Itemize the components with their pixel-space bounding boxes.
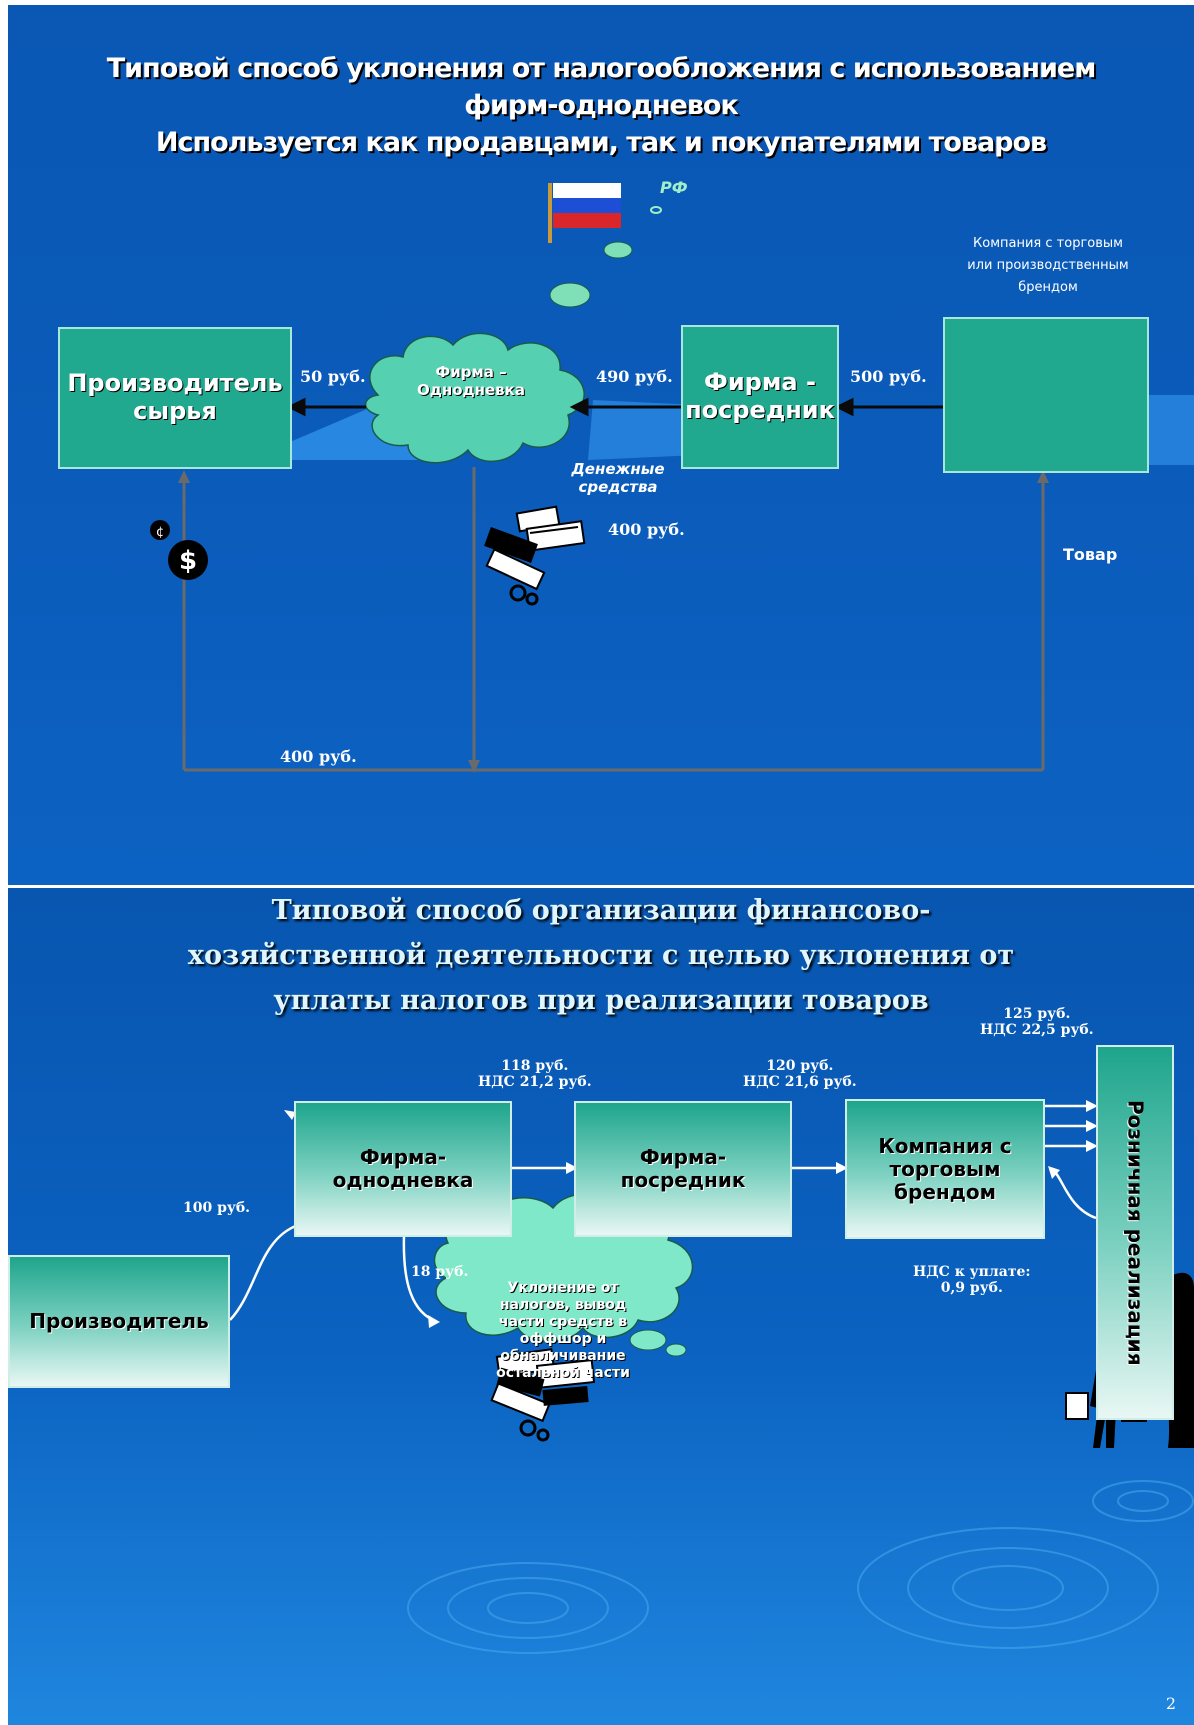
retail-box: Розничная реализация [1096,1045,1174,1420]
one-day-firm-cloud [364,332,585,464]
cloud-text-line4: оффшор и [519,1331,607,1347]
intermediary-box-line1: Фирма- [639,1145,727,1169]
producer-raw-line2: сырья [133,397,217,425]
slide1-title-line2: фирм-однодневок [464,90,739,121]
amount-120-line1: 120 руб. [766,1058,834,1074]
slide2-title-line3: уплаты налогов при реализации товаров [273,985,929,1016]
slide2-title-line1: Типовой способ организации финансово- [271,895,931,926]
svg-text:$: $ [179,546,197,576]
slide2-title-line2: хозяйственной деятельности с целью уклон… [187,940,1015,971]
intermediary-line1: Фирма - [704,368,816,397]
company-note-line1: Компания с торговым [973,236,1123,251]
dollar-bomb-icon: $ ¢ [150,520,208,580]
brand-company-line2: торговым [889,1156,1001,1181]
company-note-line3: брендом [1018,280,1078,295]
company-note-line2: или производственным [967,258,1129,273]
brand-company-line3: брендом [894,1179,996,1204]
one-day-firm-box: Фирма- однодневка [294,1101,512,1237]
one-day-firm-label: Фирма – Однодневка [406,363,536,399]
producer-box: Производитель [8,1255,230,1388]
amount-490: 490 руб. [596,367,673,386]
amount-100: 100 руб. [183,1200,251,1216]
slide1-title-line3: Используется как продавцами, так и покуп… [155,127,1047,158]
cloud-text-line3: части средств в [498,1314,628,1330]
money-stacks-icon [484,505,586,606]
brand-company-line1: Компания с [878,1133,1012,1158]
amount-118-line2: НДС 21,2 руб. [478,1074,592,1090]
amount-118-line1: 118 руб. [501,1058,569,1074]
intermediary-line2: посредник [685,396,835,424]
intermediary-box-line2: посредник [620,1168,746,1192]
money-stacks-icon-2 [490,1348,596,1442]
slide-2: Типовой способ организации финансово- хо… [8,888,1194,1725]
one-day-firm-line2: Однодневка [417,381,525,399]
amount-120-line2: НДС 21,6 руб. [743,1074,857,1090]
russian-flag-icon [548,183,621,243]
page-number: 2 [1165,1694,1176,1713]
company-note: Компания с торговым или производственным… [938,233,1158,299]
amount-125-line1: 125 руб. [1003,1006,1071,1022]
brand-company-box [943,317,1149,473]
slide-1: Типовой способ уклонения от налогообложе… [8,5,1194,885]
cloud-text-line5: обналичивание [500,1348,626,1364]
intermediary-box: Фирма - посредник [681,325,839,469]
producer-raw-line1: Производитель [67,369,283,398]
vat-due: НДС к уплате: 0,9 руб. [913,1264,1031,1296]
cash-label-line1: Денежные [571,460,665,478]
cash-label-line2: средства [578,478,658,496]
cloud-text-line1: Уклонение от [507,1280,619,1296]
svg-text:¢: ¢ [156,525,164,540]
retail-label: Розничная реализация [1123,1099,1148,1366]
producer-raw-box: Производитель сырья [58,327,292,469]
cloud-text-line6: остальной части [496,1365,630,1381]
water-ripples [407,1480,1194,1654]
rf-label: РФ [660,178,688,197]
amount-50: 50 руб. [300,367,366,386]
amount-118: 118 руб. НДС 21,2 руб. [478,1058,592,1090]
slide-divider [8,885,1194,888]
amount-cash-400: 400 руб. [608,520,685,539]
cloud-text-line2: налогов, вывод [499,1297,627,1313]
one-day-firm-box-line1: Фирма- [359,1145,447,1169]
amount-bottom-400: 400 руб. [280,747,357,766]
amount-125-line2: НДС 22,5 руб. [980,1022,1094,1038]
one-day-firm-line1: Фирма – [435,363,507,381]
cloud-text: Уклонение от налогов, вывод части средст… [473,1280,653,1382]
goods-label: Товар [1063,545,1118,564]
one-day-firm-box-line2: однодневка [332,1168,474,1192]
vat-due-line1: НДС к уплате: [913,1264,1031,1280]
slide1-title-line1: Типовой способ уклонения от налогообложе… [106,53,1097,84]
amount-18: 18 руб. [411,1264,469,1280]
amount-500: 500 руб. [850,367,927,386]
intermediary-box-2: Фирма- посредник [574,1101,792,1237]
brand-company-box-2: Компания с торговым брендом [845,1099,1045,1239]
vat-due-line2: 0,9 руб. [940,1280,1003,1296]
amount-125: 125 руб. НДС 22,5 руб. [980,1006,1094,1038]
amount-120: 120 руб. НДС 21,6 руб. [743,1058,857,1090]
cash-label: Денежные средства [548,460,688,496]
